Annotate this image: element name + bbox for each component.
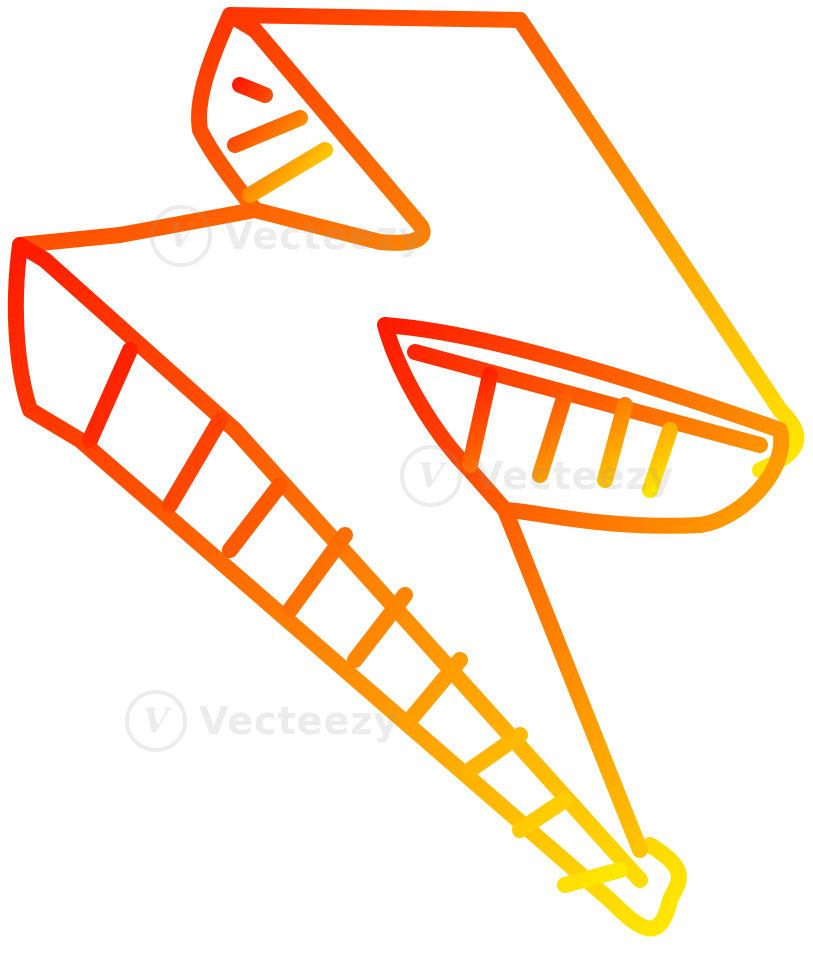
bolt-top-rungs	[227, 77, 333, 203]
bolt-right-rungs	[462, 367, 678, 498]
bolt-left-ribbon	[7, 237, 687, 937]
bolt-right-ribbon	[377, 317, 790, 858]
bolt-left-rungs	[82, 342, 628, 893]
